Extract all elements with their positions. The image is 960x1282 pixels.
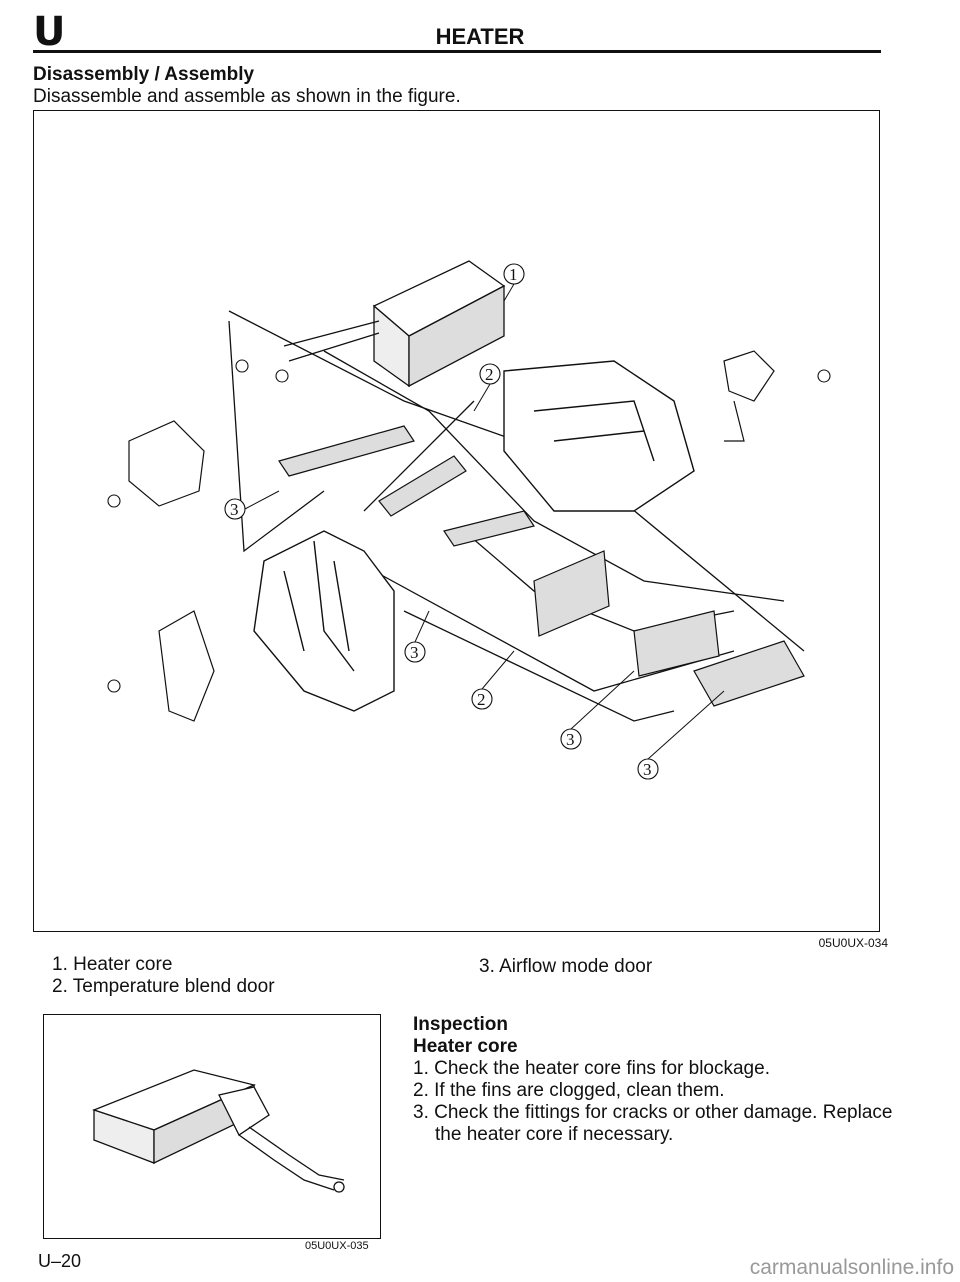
svg-text:2: 2 [485,365,494,384]
figure-code: 05U0UX-034 [818,936,888,950]
heater-core-figure [43,1014,381,1239]
watermark[interactable]: carmanualsonline.info [749,1256,954,1279]
svg-text:3: 3 [230,500,239,519]
callout-3d: 3 [637,758,659,780]
actuator-icon [128,350,775,722]
heater-core-icon [283,260,506,388]
legend-item-blend-door: 2. Temperature blend door [52,976,275,997]
svg-text:3: 3 [643,760,652,779]
callout-1: 1 [503,263,525,285]
inspection-step: 2. If the fins are clogged, clean them. [413,1080,725,1101]
header-rule [33,50,881,53]
screws-icon [107,359,831,693]
exploded-view-drawing: 1 2 2 3 3 3 3 [107,260,831,780]
svg-text:3: 3 [566,730,575,749]
inspection-subheading: Heater core [413,1036,518,1057]
callout-2: 2 [479,363,501,385]
inspection-section: Inspection Heater core 1. Check the heat… [413,1014,893,1146]
callout-3a: 3 [224,498,246,520]
svg-text:3: 3 [410,643,419,662]
exploded-view-figure: 1 2 2 3 3 3 3 [33,110,880,932]
inspection-heading: Inspection [413,1014,509,1035]
section-heading: Disassembly / Assembly [33,64,255,85]
heater-core-icon [92,1069,345,1193]
svg-text:2: 2 [477,690,486,709]
legend-item-mode-door: 3. Airflow mode door [479,956,653,977]
figure-legend: 1. Heater core 2. Temperature blend door [52,954,275,998]
section-intro: Disassemble and assemble as shown in the… [33,86,461,107]
callout-3c: 3 [560,728,582,750]
section-letter: U [33,9,66,55]
blend-door-icon [278,425,805,707]
page-title: HEATER [435,24,525,49]
inspection-step: 1. Check the heater core fins for blocka… [413,1058,770,1079]
figure-code-2: 05U0UX-035 [305,1240,369,1252]
heater-case-icon [253,360,695,712]
page-number: U–20 [38,1251,82,1271]
legend-item-heater-core: 1. Heater core [52,954,173,975]
inspection-step: 3. Check the fittings for cracks or othe… [413,1102,893,1145]
svg-text:1: 1 [509,265,518,284]
callout-3b: 3 [404,641,426,663]
callout-2b: 2 [471,688,493,710]
